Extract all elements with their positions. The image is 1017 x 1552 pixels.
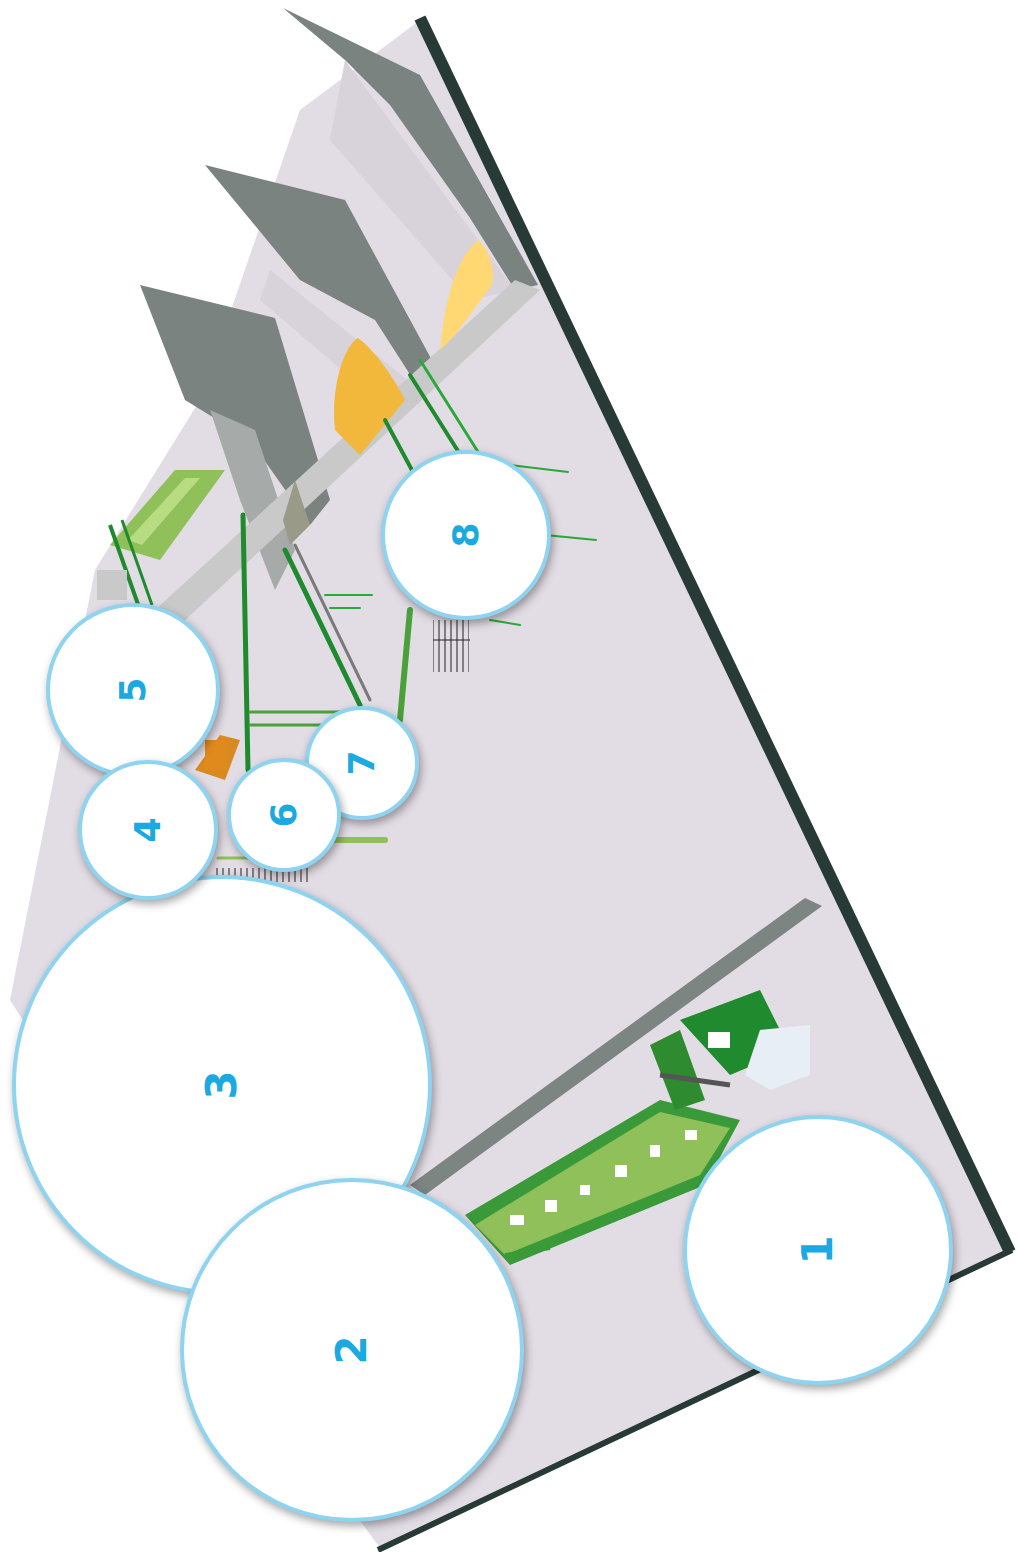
callout-number: 4 [130, 817, 166, 842]
outer-wall [420, 18, 1010, 1252]
callout-circle: 1 [683, 1115, 953, 1385]
callout-number: 8 [448, 522, 484, 547]
railing [433, 640, 470, 641]
callout-number: 2 [331, 1335, 373, 1364]
callout-circle: 4 [78, 760, 218, 900]
material-pile [440, 240, 493, 350]
callout-number: 5 [115, 677, 151, 702]
callout-number: 3 [201, 1070, 243, 1099]
callout-circle: 5 [46, 603, 220, 777]
material-pile [283, 480, 310, 545]
callout-circle: 8 [381, 450, 551, 620]
callout-number: 6 [266, 802, 302, 827]
callout-circle: 6 [227, 758, 341, 872]
callout-number: 7 [344, 750, 380, 775]
callout-circle: 2 [180, 1178, 524, 1522]
railing [433, 620, 469, 672]
callout-number: 1 [797, 1235, 839, 1264]
